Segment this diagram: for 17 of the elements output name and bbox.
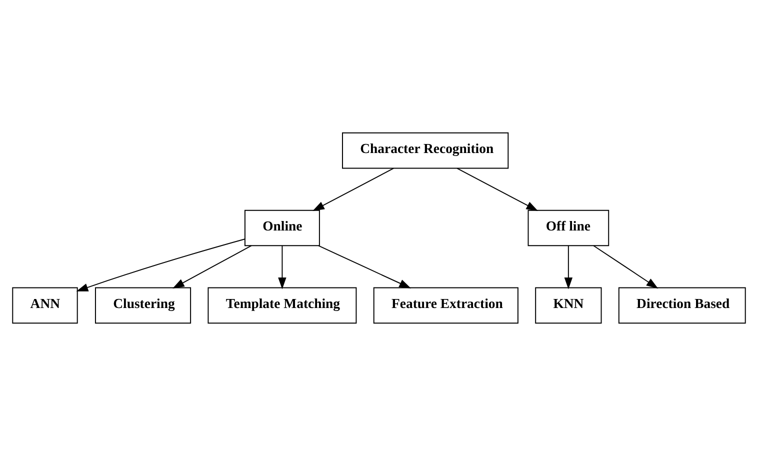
arrow	[593, 244, 658, 288]
arrow	[456, 167, 538, 210]
arrow	[278, 244, 286, 289]
arrow	[564, 244, 573, 289]
node-box: Off line	[528, 209, 610, 246]
node-box: Character Recognition	[342, 132, 509, 168]
node-box: Online	[244, 209, 320, 246]
node-box: ANN	[12, 286, 78, 324]
node-box: Feature Extraction	[373, 286, 518, 324]
node-box: Clustering	[95, 286, 192, 324]
arrow	[76, 238, 246, 291]
arrow	[312, 167, 394, 210]
arrow	[172, 244, 252, 288]
arrow	[318, 244, 412, 288]
node-box: Direction Based	[618, 286, 746, 324]
node-box: Template Matching	[208, 286, 357, 324]
node-box: KNN	[535, 286, 602, 324]
